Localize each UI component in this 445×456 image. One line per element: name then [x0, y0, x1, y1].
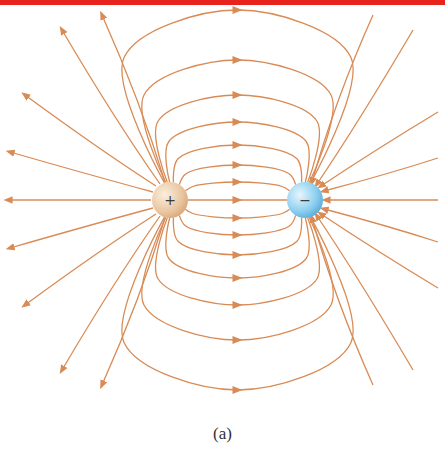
arrowhead: [233, 386, 243, 394]
arrowhead: [233, 141, 243, 149]
arrowhead: [233, 251, 243, 259]
field-line: [173, 218, 301, 255]
arrowhead: [233, 91, 243, 99]
arrowhead: [233, 118, 243, 126]
field-line: [312, 218, 373, 385]
arrowhead: [233, 274, 243, 282]
outer-field-lines: [8, 15, 438, 385]
top-bar: [0, 0, 445, 5]
field-line: [156, 218, 320, 305]
field-line: [122, 10, 353, 183]
field-line: [62, 216, 160, 370]
arrowhead: [233, 6, 243, 14]
arrowhead: [233, 336, 243, 344]
field-line: [156, 95, 320, 182]
arrowhead: [233, 301, 243, 309]
field-line: [102, 15, 165, 182]
field-line: [326, 199, 438, 200]
figure-label: (a): [0, 424, 445, 444]
field-line: [10, 208, 153, 248]
field-line: [312, 15, 373, 182]
field-line: [8, 199, 151, 200]
field-line: [102, 218, 165, 385]
negative-charge: −: [287, 182, 323, 218]
arrowhead: [233, 56, 243, 64]
field-line: [25, 214, 156, 305]
arrowhead: [233, 161, 243, 169]
field-line: [317, 216, 413, 370]
field-line: [324, 209, 438, 242]
arrowhead: [233, 214, 243, 222]
field-line: [179, 215, 295, 235]
field-line: [142, 217, 333, 340]
field-line: [324, 158, 438, 191]
field-line: [142, 60, 333, 183]
charge-sign: −: [299, 193, 311, 207]
field-line: [62, 30, 160, 184]
arrowhead: [233, 196, 243, 204]
field-line: [122, 217, 353, 390]
charge-sign: +: [164, 193, 176, 207]
arrowhead: [233, 178, 243, 186]
field-line: [317, 30, 413, 184]
field-line: [166, 218, 309, 278]
arrowhead: [233, 231, 243, 239]
field-line: [10, 152, 153, 192]
field-line: [25, 95, 156, 186]
field-line: [173, 145, 301, 182]
positive-charge: +: [152, 182, 188, 218]
